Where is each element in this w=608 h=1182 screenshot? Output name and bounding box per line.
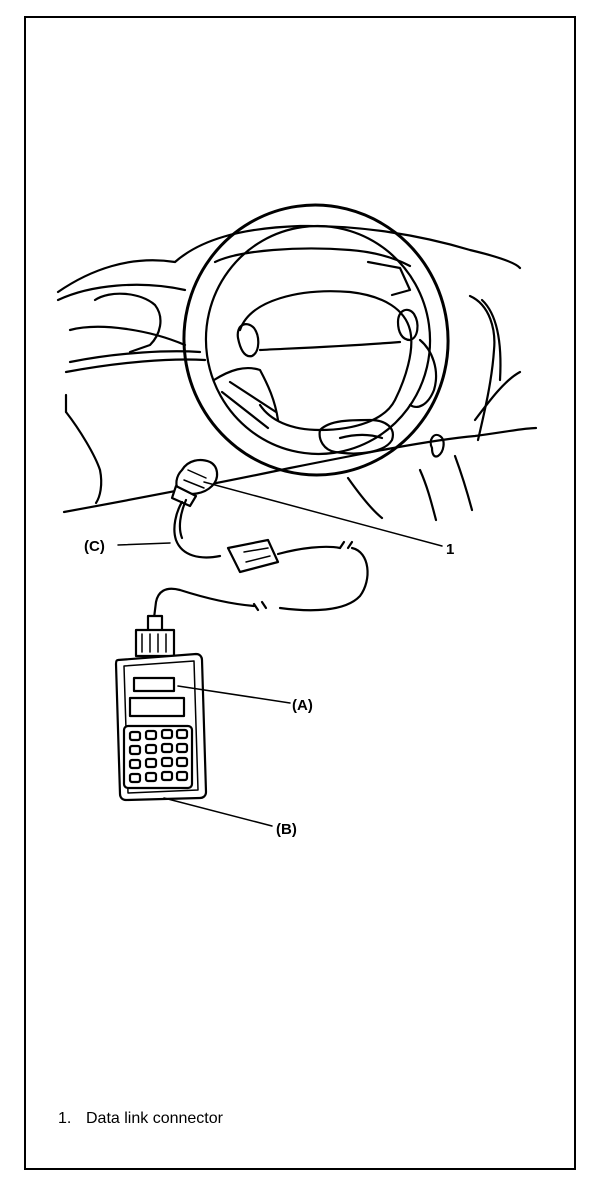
legend-item: 1. Data link connector	[58, 1110, 223, 1128]
legend-item-text: Data link connector	[86, 1110, 223, 1127]
dashboard	[56, 224, 538, 522]
leader-lines	[117, 481, 443, 827]
cable	[152, 498, 369, 620]
callout-c: (C)	[84, 538, 105, 555]
data-link-connector	[170, 459, 219, 508]
callout-a: (A)	[292, 697, 313, 714]
callout-1: 1	[446, 541, 454, 558]
callout-b: (B)	[276, 821, 297, 838]
scan-tool	[114, 614, 208, 802]
display-small	[132, 676, 176, 693]
figure-frame	[24, 16, 576, 1170]
steering-wheel	[182, 203, 450, 477]
keypad	[122, 724, 194, 790]
legend: 1. Data link connector	[58, 1110, 223, 1128]
legend-item-number: 1.	[58, 1110, 72, 1127]
display-main	[128, 696, 186, 718]
